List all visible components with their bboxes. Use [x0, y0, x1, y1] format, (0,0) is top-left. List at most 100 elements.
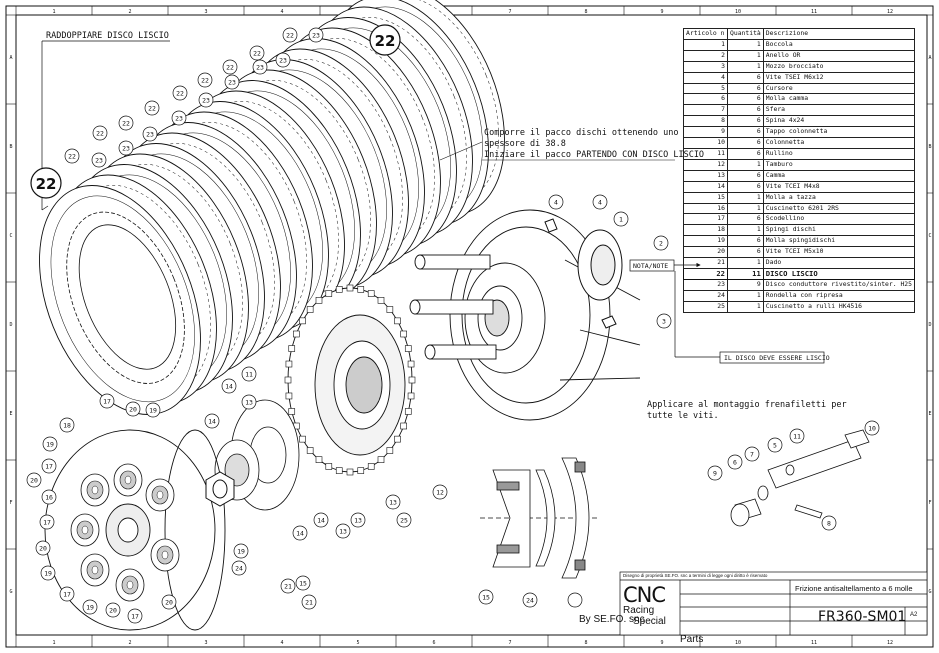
brand-special: Special [633, 616, 666, 627]
bom-description: Tappo colonnetta [762, 126, 916, 139]
bom-quantity: 6 [727, 180, 764, 193]
drum-tooth [357, 467, 365, 474]
drum-tooth [367, 463, 375, 470]
bom-description: Tamburo [762, 158, 916, 171]
callout-number: 23 [202, 97, 210, 105]
callout-number: 22 [286, 32, 294, 40]
svg-text:22: 22 [375, 32, 396, 50]
bom-description: Camma [762, 169, 916, 182]
brand-cnc: CNC [623, 583, 666, 607]
bom-item-number: 22 [683, 267, 728, 280]
bom-item-number: 11 [683, 147, 728, 160]
bom-quantity: 1 [727, 191, 764, 204]
callout-number: 14 [225, 383, 233, 391]
callout-number: 23 [175, 115, 183, 123]
callout-balloon: 14 [204, 413, 220, 429]
callout-balloon: 22 [144, 100, 160, 116]
callout-number: 22 [226, 64, 234, 72]
border-col-label: 1 [52, 640, 55, 646]
drum-tooth [386, 447, 394, 454]
drum-tooth [299, 317, 306, 325]
callout-number: 13 [354, 517, 362, 525]
callout-number: 14 [208, 418, 216, 426]
border-col-label: 1 [52, 9, 55, 15]
border-col-label: 10 [735, 640, 741, 646]
spring-cup [113, 463, 143, 497]
callout-balloon: 18 [59, 417, 75, 433]
drum-tooth [357, 286, 365, 293]
outer-frame [5, 5, 934, 648]
drawing-title: Frizione antisaltellamento a 6 molle [795, 584, 913, 593]
drum-tooth [306, 306, 314, 313]
bom-description: Boccola [762, 38, 916, 51]
border-col-label: 12 [887, 640, 893, 646]
callout-number: 3 [662, 318, 666, 326]
bom-quantity: 1 [727, 289, 764, 302]
border-col-label: 8 [584, 9, 587, 15]
callout-balloon: 19 [40, 565, 56, 581]
clutch-drum-gear [287, 287, 413, 473]
callout-balloon: 22 [92, 125, 108, 141]
border-row-label: F [9, 500, 12, 506]
border-col-label: 2 [128, 9, 131, 15]
callout-number: 17 [103, 398, 111, 406]
bom-quantity: 1 [727, 224, 764, 237]
callout-number: 22 [68, 153, 76, 161]
drum-tooth [335, 467, 343, 474]
callout-number: 23 [279, 57, 287, 65]
callout-balloon: 15 [478, 589, 494, 605]
callout-number: 21 [305, 599, 313, 607]
border-row-label: A [928, 55, 931, 61]
drum-tooth [407, 360, 415, 368]
drum-tooth [407, 392, 415, 400]
callout-number: 17 [63, 591, 71, 599]
bom-header-desc: Descrizione [762, 28, 916, 40]
bom-item-number: 12 [683, 158, 728, 171]
bom-description: Spina 4x24 [762, 115, 916, 128]
inner-frame [15, 14, 928, 636]
ownership-note: Disegno di proprietà SE.FO. snc a termin… [623, 573, 768, 578]
callout-number: 11 [245, 371, 253, 379]
border-row-label: E [9, 411, 12, 417]
bom-item-number: 15 [683, 191, 728, 204]
title-block-frame [619, 571, 928, 636]
drum-tooth [299, 435, 306, 443]
border-col-label: 3 [204, 640, 207, 646]
callout-balloon: 13 [241, 394, 257, 410]
bom-description: Vite TSEI M6x12 [762, 71, 916, 84]
drum-tooth [325, 290, 333, 297]
border-col-label: 11 [811, 9, 817, 15]
callout-balloon: 17 [41, 458, 57, 474]
bom-item-number: 5 [683, 82, 728, 95]
callout-number: 11 [793, 433, 801, 441]
border-row-label: F [928, 500, 931, 506]
callout-balloon: 24 [522, 592, 538, 608]
callout-balloon: 24 [231, 560, 247, 576]
clutch-basket-assembly [409, 209, 641, 421]
callout-number: 8 [827, 520, 831, 528]
drum-teeth [284, 284, 416, 476]
callout-number: 17 [131, 613, 139, 621]
callout-balloon: 20 [35, 540, 51, 556]
bom-description: Cuscinetto 6201 2RS [762, 202, 916, 215]
callout-balloon: 20 [125, 401, 141, 417]
bom-description: Dado [762, 257, 916, 269]
callout-number: 14 [296, 530, 304, 538]
note-must-smooth: IL DISCO DEVE ESSERE LISCIO [724, 354, 830, 362]
callout-balloon: 19 [82, 599, 98, 615]
svg-text:22: 22 [36, 175, 57, 193]
bom-item-number: 24 [683, 289, 728, 302]
callout-22-large-left: 22 [30, 167, 62, 199]
drum-tooth [386, 306, 394, 313]
callout-balloon: 21 [301, 594, 317, 610]
callout-number: 20 [39, 545, 47, 553]
bom-quantity: 6 [727, 104, 764, 117]
